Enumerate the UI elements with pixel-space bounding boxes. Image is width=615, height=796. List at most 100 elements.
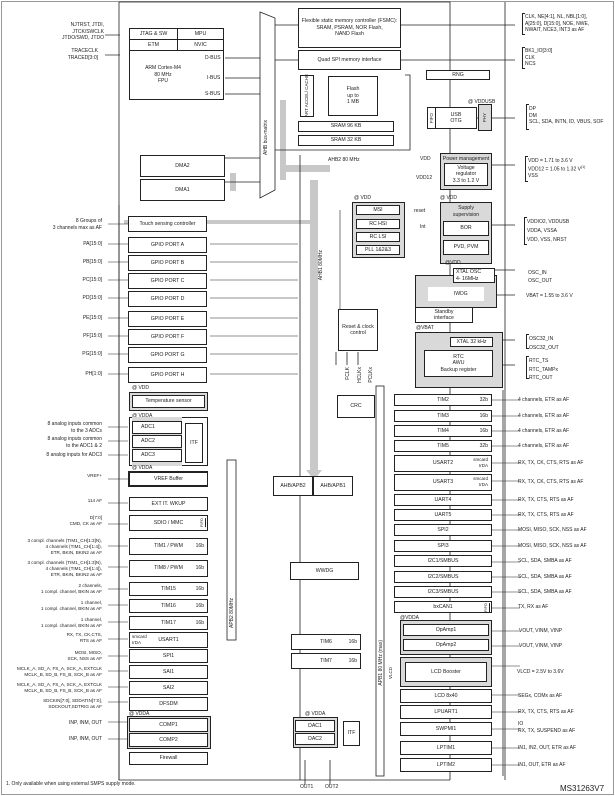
flash-label: up to	[347, 92, 359, 99]
apb2-peripheral-block: VREF Buffer	[129, 472, 208, 486]
pin-label: OSC32_IN	[529, 336, 554, 342]
apb1-peripheral-block: UART5	[394, 509, 492, 521]
peripheral-name: USART2	[432, 460, 454, 467]
usb-otg-block: USB OTG	[435, 107, 477, 129]
ahb2-label: AHB2 80 MHz	[328, 157, 360, 163]
comp1-block: COMP1	[129, 718, 208, 732]
pin-label: SDCKIN[7:0], SDDATIN[7:0], SDCKOUT,SDTRI…	[43, 698, 102, 709]
pin-label: VDD = 1.71 to 3.6 V	[528, 158, 573, 164]
apb1-peripheral-block: I2C1/SMBUS	[394, 555, 492, 567]
apb1-lower-block: LPTIM1	[400, 741, 492, 755]
touch-pins: 8 Groups of 3 channels max as AF	[52, 218, 102, 231]
opamp-domain: @VDDA	[400, 615, 419, 621]
rc-hsi-block: RC HSI	[356, 219, 400, 229]
comp2-block: COMP2	[129, 733, 208, 747]
comp1-pins: INP, INM, OUT	[69, 720, 102, 726]
vlcd-label: VLCD	[388, 667, 393, 680]
pin-label: A[25:0], D[15:0], NOE, NWE,	[525, 20, 590, 27]
voltage-regulator: Voltage regulator 3.3 to 1.2 V	[444, 163, 488, 186]
gpio-pin-label: PC[15:0]	[82, 277, 102, 283]
xtal-domain: @VDD	[445, 260, 461, 266]
pin-label: 1 channel, 1 compl. channel, BKIN as AF	[40, 617, 102, 628]
pin-label: 4 channels, ETR as AF	[518, 413, 570, 419]
fclk-out: FCLK	[345, 367, 351, 380]
bits-label: 16b	[348, 638, 357, 645]
peripheral-name: TIM17	[161, 619, 176, 626]
dma1-block: DMA1	[140, 179, 225, 201]
pin-label: VDD, VSS, NRST	[527, 237, 567, 243]
smartcard-irda-label: smcard IrDA	[473, 476, 488, 487]
bits-label: 16b	[195, 565, 204, 572]
fifo-label: FIFO	[483, 603, 490, 613]
reset-clock-control: Reset & clock control	[338, 309, 378, 351]
apb2-peripheral-block: SAI1	[129, 665, 208, 679]
cpu-name: ARM Cortex-M4	[145, 65, 181, 71]
pin-label: IN1, IN2, OUT, ETR as AF	[518, 745, 577, 751]
pin-label: SCL, SDA, SMBA as AF	[518, 574, 572, 580]
gpio-pin-label: PG[15:0]	[82, 351, 102, 357]
xtal32-block: XTAL 32 kHz	[450, 337, 493, 347]
reg-label: regulator	[455, 171, 477, 178]
usb-domain: @ VDDUSB	[468, 99, 496, 105]
iwdg-label: IWDG	[442, 290, 480, 299]
pin-label: NWAIT, NCE3, INT3 as AF	[525, 27, 585, 33]
peripheral-name: TIM4	[437, 427, 449, 434]
pin-label: DP	[529, 106, 536, 112]
smartcard-irda-label: smcard IrDA	[473, 457, 488, 468]
gpio-pin-label: PB[15:0]	[82, 259, 102, 265]
xtal-osc-block: XTAL OSC 4- 16MHz	[453, 268, 495, 283]
bits-label: 16b	[195, 602, 204, 609]
osc32-pins: OSC32_IN OSC32_OUT	[529, 335, 559, 352]
pin-label: MCLK_A, SD_A, FS_A, SCK_A, EXTCLK MCLK_B…	[16, 666, 102, 677]
pvd-pvm-block: PVD, PVM	[443, 240, 489, 255]
pin-label: CLK, NE[4:1], NL, NBL[1:0],	[525, 14, 587, 20]
xtal-name: XTAL OSC	[456, 269, 482, 275]
sram1-block: SRAM 96 KB	[298, 121, 394, 132]
gpio-pin-label: PF[15:0]	[83, 333, 102, 339]
dac2-block: DAC2	[295, 733, 335, 745]
peripheral-name: USART1	[158, 636, 179, 643]
pin-label: BK1_IO[3:0]	[525, 48, 553, 54]
bracket	[526, 356, 529, 379]
peripheral-name: TIM15	[161, 585, 176, 592]
apb2-peripheral-block: DFSDM	[129, 697, 208, 711]
pin-label: RX, TX, CK, CTS, RTS as AF	[518, 460, 584, 466]
supervision-title: Supply supervision	[452, 205, 480, 218]
peripheral-name: SDIO / MMC	[153, 519, 184, 526]
awu-label: AWU	[452, 360, 465, 367]
peripheral-name: SAI2	[162, 684, 175, 691]
bracket	[522, 13, 525, 35]
dac-out2: OUT2	[325, 784, 339, 790]
apb1-peripheral-block: I2C3/SMBUS	[394, 586, 492, 598]
pin-label: VDDIO2, VDDUSB	[527, 219, 570, 225]
peripheral-name: SAI1	[162, 668, 175, 675]
xtal-freq: 4- 16MHz	[456, 275, 479, 282]
bits-label: 32b	[479, 396, 488, 403]
dac-itf: ITF	[343, 721, 360, 746]
pin-label: SCL, SDA, SMBA as AF	[518, 589, 572, 595]
pin-label: DM	[529, 112, 537, 119]
peripheral-name: UART4	[434, 496, 452, 503]
bracket	[525, 156, 528, 182]
adc1-block: ADC1	[132, 421, 182, 434]
peripheral-name: EXT IT. WKUP	[151, 500, 186, 507]
vbat-domain: @VBAT	[416, 325, 434, 331]
pin-label: TRACED[3:0]	[67, 54, 98, 61]
rtc-pins: RTC_TS RTC_TAMPx RTC_OUT	[529, 357, 558, 383]
apb1-label: APB1 80 MHz (max)	[378, 640, 384, 686]
bits-label: 16b	[348, 657, 357, 664]
pin-label: SEGx, COMx as AF	[518, 693, 563, 699]
peripheral-name: TIM5	[437, 442, 449, 449]
dac-out1: OUT1	[300, 784, 314, 790]
adc1-pins: 8 analog inputs common to the 3 ADCs	[47, 421, 102, 434]
pll-block: PLL 1&2&3	[356, 245, 400, 255]
flash-label: Flash	[346, 86, 360, 93]
peripheral-name: I2C1/SMBUS	[427, 557, 459, 564]
pin-label: 4 channels, ETR as AF	[518, 397, 570, 403]
adc3-pins: 8 analog inputs for ADC3	[46, 452, 102, 458]
lcd-booster: LCD Booster	[405, 662, 487, 682]
pin-label: OSC_IN	[528, 270, 547, 276]
